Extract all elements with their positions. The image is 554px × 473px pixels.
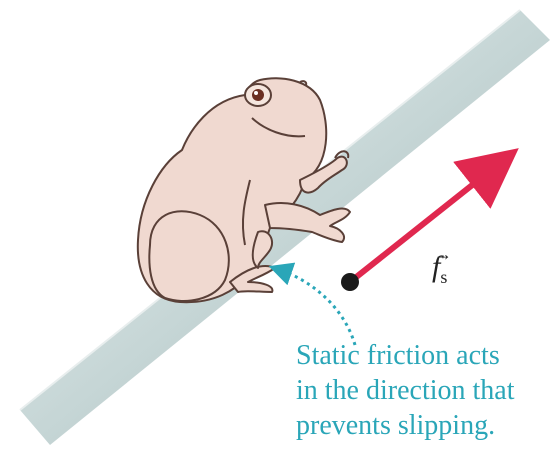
force-subscript: s (440, 267, 447, 287)
caption-line-2: in the direction that (296, 373, 554, 408)
force-label: → fs (432, 250, 447, 288)
caption-line-1: Static friction acts (296, 338, 554, 373)
caption: Static friction acts in the direction th… (296, 338, 554, 443)
caption-line-3: prevents slipping. (296, 408, 554, 443)
vector-arrow-icon: → (434, 244, 452, 265)
